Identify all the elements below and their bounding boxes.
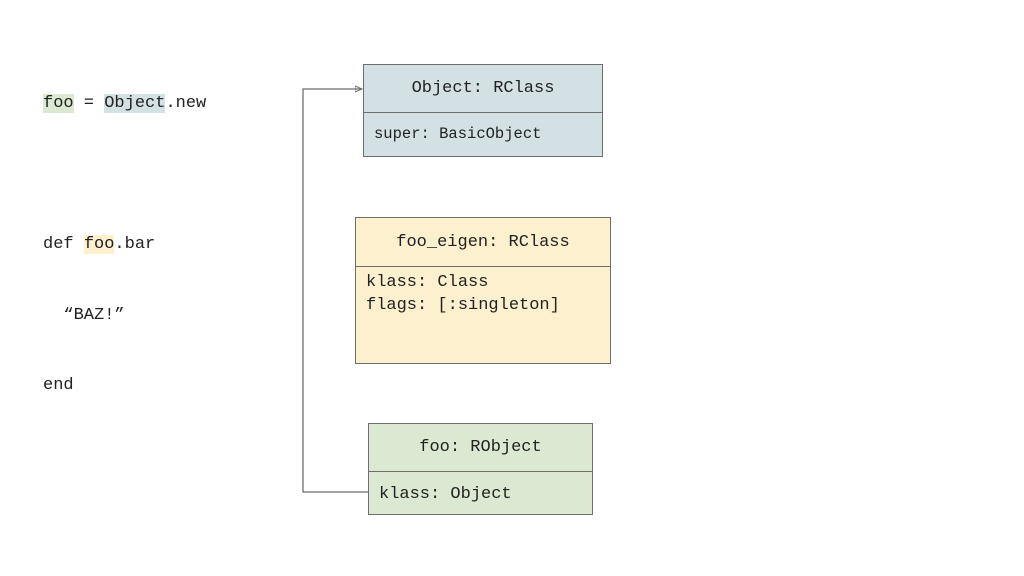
code-token-object: Object — [104, 94, 166, 113]
foo-robject-body: klass: Object — [379, 485, 512, 504]
foo-robject-box: foo: RObject klass: Object — [368, 423, 593, 515]
object-rclass-box: Object: RClass super: BasicObject — [363, 64, 603, 157]
object-rclass-body: super: BasicObject — [374, 125, 542, 143]
code-token-bar: .bar — [114, 235, 156, 254]
foo-eigen-title: foo_eigen: RClass — [356, 218, 610, 267]
code-token-equals: = — [73, 94, 105, 113]
code-token-new: .new — [165, 94, 207, 113]
code-line-1: foo = Object.new — [43, 92, 206, 116]
code-snippet: foo = Object.new def foo.bar “BAZ!” end — [43, 45, 206, 421]
foo-robject-title: foo: RObject — [369, 424, 592, 472]
code-line-4: “BAZ!” — [43, 305, 125, 325]
code-token-foo-receiver: foo — [83, 235, 115, 254]
foo-eigen-rclass-box: foo_eigen: RClass klass: Class flags: [:… — [355, 217, 611, 364]
code-line-3: def foo.bar — [43, 233, 206, 257]
code-token-foo: foo — [43, 94, 74, 113]
code-line-5: end — [43, 376, 74, 395]
klass-pointer-line — [302, 89, 368, 493]
object-rclass-title: Object: RClass — [364, 65, 602, 113]
foo-eigen-body: klass: Class flags: [:singleton] — [366, 273, 560, 315]
code-token-def: def — [43, 235, 84, 254]
